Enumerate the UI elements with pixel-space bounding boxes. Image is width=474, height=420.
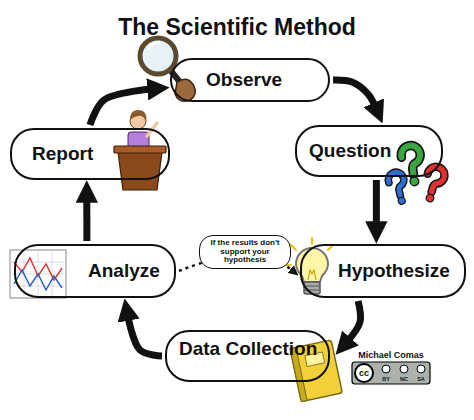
process-box: Question [295,125,443,177]
process-box: Observe [170,58,330,102]
node-label: Analyze [88,260,160,282]
node-label: Question [309,140,391,162]
light-bulb-icon [285,238,333,294]
license-mark: BY [382,377,390,383]
process-box: Report [10,128,170,180]
node-label: Hypothesize [338,260,450,282]
process-box: Hypothesize [300,244,466,298]
node-label: Data Collection [179,338,317,360]
license-mark: cc [359,369,369,378]
process-box: Analyze [14,244,176,298]
cycle-arrow [83,196,90,241]
process-box: Data Collection [165,330,330,382]
license-badge [352,362,430,384]
node-label: Observe [206,69,282,91]
cycle-arrow [90,89,154,125]
license-mark: NC [400,377,408,383]
license-mark: SA [417,377,425,383]
node-label: Report [32,143,93,165]
diagram-title: The Scientific Method [0,14,474,41]
edge-label: If the results don't support your hypoth… [199,235,291,270]
chart-icon [10,250,66,298]
cycle-arrow [373,180,380,228]
cycle-arrow [127,314,162,356]
cycle-arrow [333,80,376,109]
author-credit: Michael Comas [358,351,424,360]
cycle-arrow [346,301,360,343]
speaker-icon [114,110,166,190]
